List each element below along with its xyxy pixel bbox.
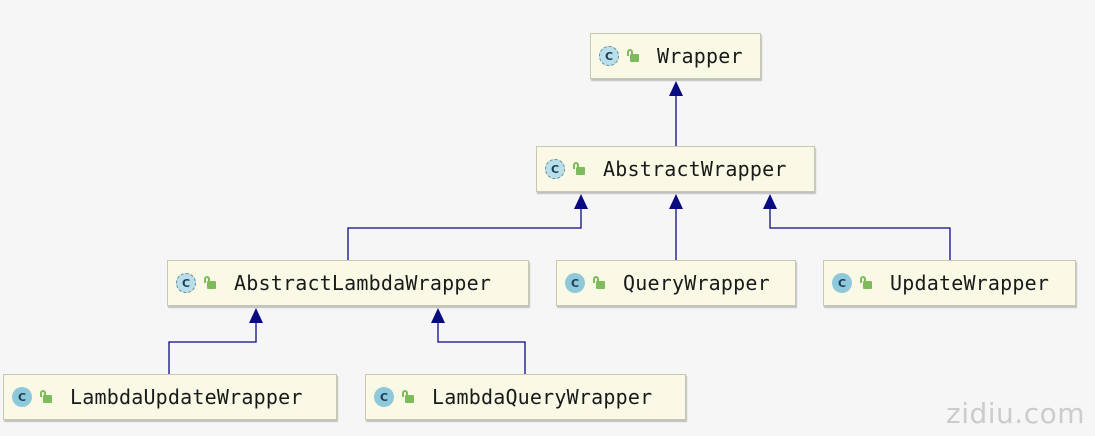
arrowhead-to-abstractwrapper-left [574, 194, 588, 209]
class-icon: C [374, 387, 394, 407]
edge-abstractlambdawrapper-to-abstractwrapper [347, 207, 582, 260]
node-label: LambdaQueryWrapper [432, 385, 653, 409]
public-lock-icon [202, 275, 218, 291]
class-icon: C [12, 387, 32, 407]
node-label: UpdateWrapper [890, 271, 1050, 295]
edge-lambdaupdatewrapper-to-abstractlambdawrapper [168, 321, 257, 374]
watermark: zidiu.com [946, 397, 1085, 430]
node-label: AbstractWrapper [603, 157, 787, 181]
node-label: Wrapper [657, 44, 743, 68]
class-icon: C [832, 273, 852, 293]
edge-lambdaquerywrapper-to-abstractlambdawrapper [437, 321, 526, 374]
node-abstract-wrapper[interactable]: C AbstractWrapper [536, 146, 815, 192]
class-icon: C [565, 273, 585, 293]
node-label: AbstractLambdaWrapper [234, 271, 492, 295]
public-lock-icon [625, 48, 641, 64]
node-label: QueryWrapper [623, 271, 770, 295]
node-query-wrapper[interactable]: C QueryWrapper [556, 260, 796, 306]
node-update-wrapper[interactable]: C UpdateWrapper [823, 260, 1076, 306]
arrowhead-to-abstractwrapper-center [669, 194, 683, 209]
public-lock-icon [38, 389, 54, 405]
abstract-class-icon: C [545, 159, 565, 179]
public-lock-icon [400, 389, 416, 405]
node-lambda-query-wrapper[interactable]: C LambdaQueryWrapper [365, 374, 686, 420]
arrowhead-to-abstractlambdawrapper-right [431, 308, 445, 323]
node-abstract-lambda-wrapper[interactable]: C AbstractLambdaWrapper [167, 260, 529, 306]
arrowhead-to-wrapper [669, 81, 683, 96]
node-lambda-update-wrapper[interactable]: C LambdaUpdateWrapper [3, 374, 337, 420]
arrowhead-to-abstractlambdawrapper-left [249, 308, 263, 323]
public-lock-icon [591, 275, 607, 291]
edge-updatewrapper-to-abstractwrapper [769, 207, 951, 260]
public-lock-icon [858, 275, 874, 291]
abstract-class-icon: C [176, 273, 196, 293]
node-label: LambdaUpdateWrapper [70, 385, 303, 409]
arrowhead-to-abstractwrapper-right [763, 194, 777, 209]
public-lock-icon [571, 161, 587, 177]
abstract-class-icon: C [599, 46, 619, 66]
node-wrapper[interactable]: C Wrapper [590, 33, 761, 79]
